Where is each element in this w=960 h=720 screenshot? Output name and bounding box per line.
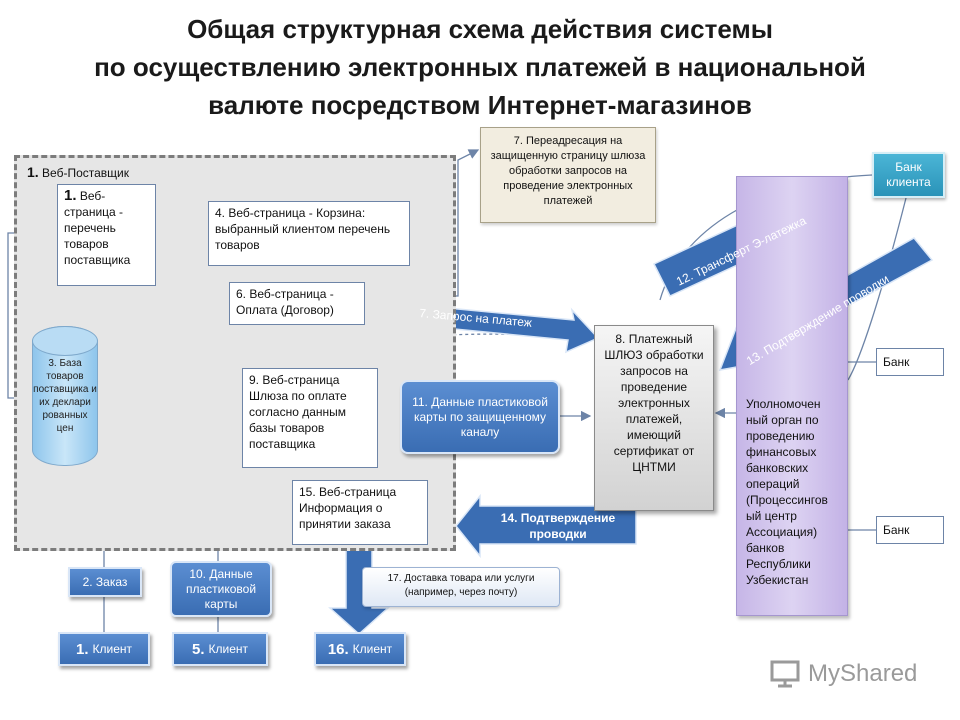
web-page-15: 15. Веб-страница Информация о принятии з… <box>292 480 428 545</box>
web-page-1-num: 1. <box>64 187 77 204</box>
bank-b-text: Банк <box>883 523 910 537</box>
web-page-1: 1. Веб-страница - перечень товаров поста… <box>57 184 156 286</box>
redirect-text: 7. Переадресация на защищенную страницу … <box>490 135 646 207</box>
client-1-num: 1. <box>75 640 89 658</box>
region-text: Веб-Поставщик <box>42 166 129 180</box>
card-data-text: 10. Данные пластиковой карты <box>185 566 257 611</box>
client-1-text: Клиент <box>92 641 133 656</box>
web-page-4: 4. Веб-страница - Корзина: выбранный кли… <box>208 201 410 266</box>
title-line-3: валюте посредством Интернет-магазинов <box>208 90 752 120</box>
bank-b: Банк <box>876 516 944 544</box>
client-16-text: Клиент <box>352 641 393 656</box>
client-16-button[interactable]: 16. Клиент <box>314 632 406 666</box>
delivery-text: 17. Доставка товара или услуги (например… <box>387 573 535 598</box>
web-page-6-text: 6. Веб-страница - Оплата (Договор) <box>236 287 334 317</box>
gateway-text: 8. Платежный ШЛЮЗ обработки запросов на … <box>604 332 704 474</box>
client-bank: Банк клиента <box>872 152 945 198</box>
order-text: 2. Заказ <box>82 574 128 589</box>
client-bank-text: Банк клиента <box>886 160 931 189</box>
client-5-button[interactable]: 5. Клиент <box>172 632 268 666</box>
client-16-num: 16. <box>327 640 349 658</box>
web-page-15-text: 15. Веб-страница Информация о принятии з… <box>299 485 397 531</box>
card-data-button[interactable]: 10. Данные пластиковой карты <box>170 561 272 617</box>
client-5-num: 5. <box>191 640 205 658</box>
page-title: Общая структурная схема действия системы… <box>0 10 960 124</box>
region-num: 1. <box>27 164 39 180</box>
authorized-body-panel <box>736 176 848 616</box>
web-page-6: 6. Веб-страница - Оплата (Договор) <box>229 282 365 325</box>
card-data-channel-text: 11. Данные пластиковой карты по защищенн… <box>412 394 548 439</box>
payment-gateway: 8. Платежный ШЛЮЗ обработки запросов на … <box>594 325 714 511</box>
card-data-channel: 11. Данные пластиковой карты по защищенн… <box>400 380 560 454</box>
bank-a-text: Банк <box>883 355 910 369</box>
web-page-9-text: 9. Веб-страница Шлюза по оплате согласно… <box>249 373 347 451</box>
delivery-box: 17. Доставка товара или услуги (например… <box>362 567 560 607</box>
web-page-1-text: Веб-страница - перечень товаров поставщи… <box>64 189 131 267</box>
presentation-icon <box>770 660 800 688</box>
confirmation-14-label: 14. Подтверждение проводки <box>500 511 616 541</box>
client-5-text: Клиент <box>208 641 249 656</box>
database-top <box>32 326 98 356</box>
watermark-logo: MyShared <box>770 660 917 688</box>
redirect-box: 7. Переадресация на защищенную страницу … <box>480 127 656 223</box>
web-page-9: 9. Веб-страница Шлюза по оплате согласно… <box>242 368 378 468</box>
watermark-text: MyShared <box>808 660 918 687</box>
client-1-button[interactable]: 1. Клиент <box>58 632 150 666</box>
authorized-body-text: Уполномочен ный орган по проведению фина… <box>746 397 828 587</box>
bank-a: Банк <box>876 348 944 376</box>
web-supplier-label: 1. Веб-Поставщик <box>27 164 129 180</box>
web-page-4-text: 4. Веб-страница - Корзина: выбранный кли… <box>215 206 391 252</box>
order-button[interactable]: 2. Заказ <box>68 567 142 597</box>
title-line-1: Общая структурная схема действия системы <box>187 14 773 44</box>
title-line-2: по осуществлению электронных платежей в … <box>94 52 866 82</box>
database-text: 3. База товаров поставщика и их деклари … <box>33 358 97 434</box>
